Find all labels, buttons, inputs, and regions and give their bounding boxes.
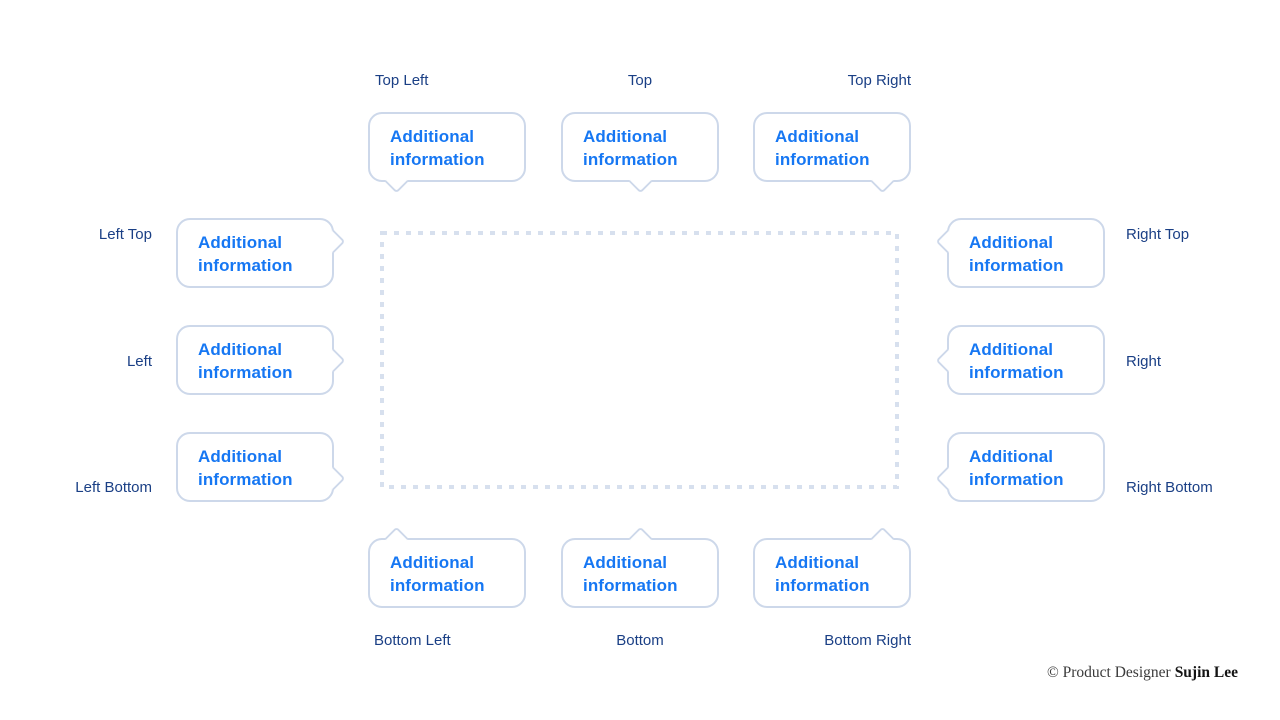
tooltip-bubble-top-left[interactable]: Additional information	[368, 112, 526, 182]
credit-author: Sujin Lee	[1174, 664, 1238, 681]
tooltip-text: Additional information	[390, 127, 485, 169]
tooltip-bubble-right[interactable]: Additional information	[947, 325, 1105, 395]
tooltip-bubble-bottom-right[interactable]: Additional information	[753, 538, 911, 608]
tooltip-bubble-bottom[interactable]: Additional information	[561, 538, 719, 608]
tooltip-text: Additional information	[969, 233, 1064, 275]
position-label-bottom-right: Bottom Right	[824, 632, 911, 649]
target-area	[380, 231, 899, 489]
tooltip-text: Additional information	[198, 340, 293, 382]
tooltip-text: Additional information	[969, 447, 1064, 489]
position-label-bottom: Bottom	[616, 632, 664, 649]
tooltip-text: Additional information	[198, 233, 293, 275]
tooltip-bubble-left[interactable]: Additional information	[176, 325, 334, 395]
position-label-left-bottom: Left Bottom	[75, 479, 152, 496]
tooltip-text: Additional information	[583, 127, 678, 169]
tooltip-bubble-top-right[interactable]: Additional information	[753, 112, 911, 182]
tooltip-text: Additional information	[775, 553, 870, 595]
tooltip-text: Additional information	[969, 340, 1064, 382]
tooltip-bubble-top[interactable]: Additional information	[561, 112, 719, 182]
tooltip-text: Additional information	[583, 553, 678, 595]
position-label-left-top: Left Top	[98, 226, 152, 243]
position-label-bottom-left: Bottom Left	[374, 632, 451, 649]
tooltip-bubble-right-top[interactable]: Additional information	[947, 218, 1105, 288]
tooltip-bubble-left-bottom[interactable]: Additional information	[176, 432, 334, 502]
tooltip-bubble-bottom-left[interactable]: Additional information	[368, 538, 526, 608]
tooltip-bubble-right-bottom[interactable]: Additional information	[947, 432, 1105, 502]
target-area-dashed-border	[380, 231, 899, 489]
tooltip-text: Additional information	[198, 447, 293, 489]
tooltip-text: Additional information	[775, 127, 870, 169]
tooltip-bubble-left-top[interactable]: Additional information	[176, 218, 334, 288]
position-label-right: Right	[1126, 353, 1162, 370]
position-label-top-left: Top Left	[375, 72, 429, 89]
tooltip-text: Additional information	[390, 553, 485, 595]
credit-role: © Product Designer	[1046, 664, 1171, 681]
position-label-left: Left	[126, 353, 152, 370]
position-label-right-bottom: Right Bottom	[1126, 479, 1213, 496]
position-label-right-top: Right Top	[1126, 226, 1190, 243]
position-label-top-right: Top Right	[847, 72, 911, 89]
position-label-top: Top	[627, 72, 653, 89]
